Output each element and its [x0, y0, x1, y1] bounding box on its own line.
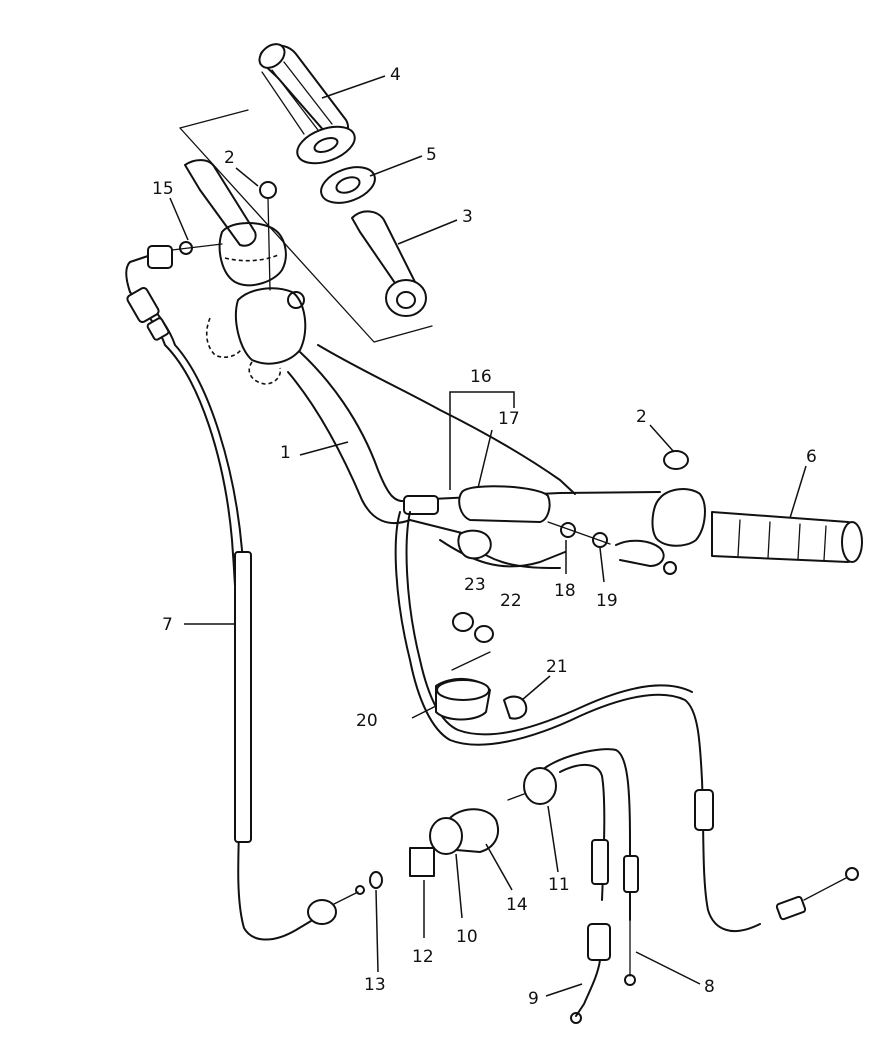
callout-18: 18 — [554, 581, 576, 601]
callout-23: 23 — [464, 575, 486, 595]
callout-22: 22 — [500, 591, 522, 611]
callout-labels: 1 2 2 3 4 5 6 7 8 9 10 11 12 13 14 15 16… — [152, 65, 817, 1009]
grip-set-bracket — [179, 109, 433, 343]
clutch-cable — [126, 286, 365, 941]
callout-5: 5 — [426, 145, 437, 165]
callout-2a: 2 — [224, 148, 235, 168]
throttle-cables — [394, 511, 859, 933]
left-lever-assembly — [184, 159, 307, 385]
callout-9: 9 — [528, 989, 539, 1009]
part-15-adjuster — [125, 241, 223, 293]
callout-11: 11 — [548, 875, 570, 895]
leader-lines — [169, 75, 807, 997]
grip-parts — [258, 43, 427, 317]
callout-1: 1 — [280, 443, 291, 463]
handlebar — [287, 344, 661, 569]
center-assembly — [403, 485, 611, 560]
callout-15: 15 — [152, 179, 174, 199]
callout-19: 19 — [596, 591, 618, 611]
callout-10: 10 — [456, 927, 478, 947]
callout-20: 20 — [356, 711, 378, 731]
callout-7: 7 — [162, 615, 173, 635]
throttle-housing — [369, 748, 639, 1024]
callout-14: 14 — [506, 895, 528, 915]
callout-16: 16 — [470, 367, 492, 387]
callout-6: 6 — [806, 447, 817, 467]
callout-4: 4 — [390, 65, 401, 85]
callout-12: 12 — [412, 947, 434, 967]
callout-8: 8 — [704, 977, 715, 997]
callout-3: 3 — [462, 207, 473, 227]
callout-21: 21 — [546, 657, 568, 677]
callout-13: 13 — [364, 975, 386, 995]
callout-17: 17 — [498, 409, 520, 429]
callout-2b: 2 — [636, 407, 647, 427]
right-grip-assembly — [615, 450, 863, 575]
